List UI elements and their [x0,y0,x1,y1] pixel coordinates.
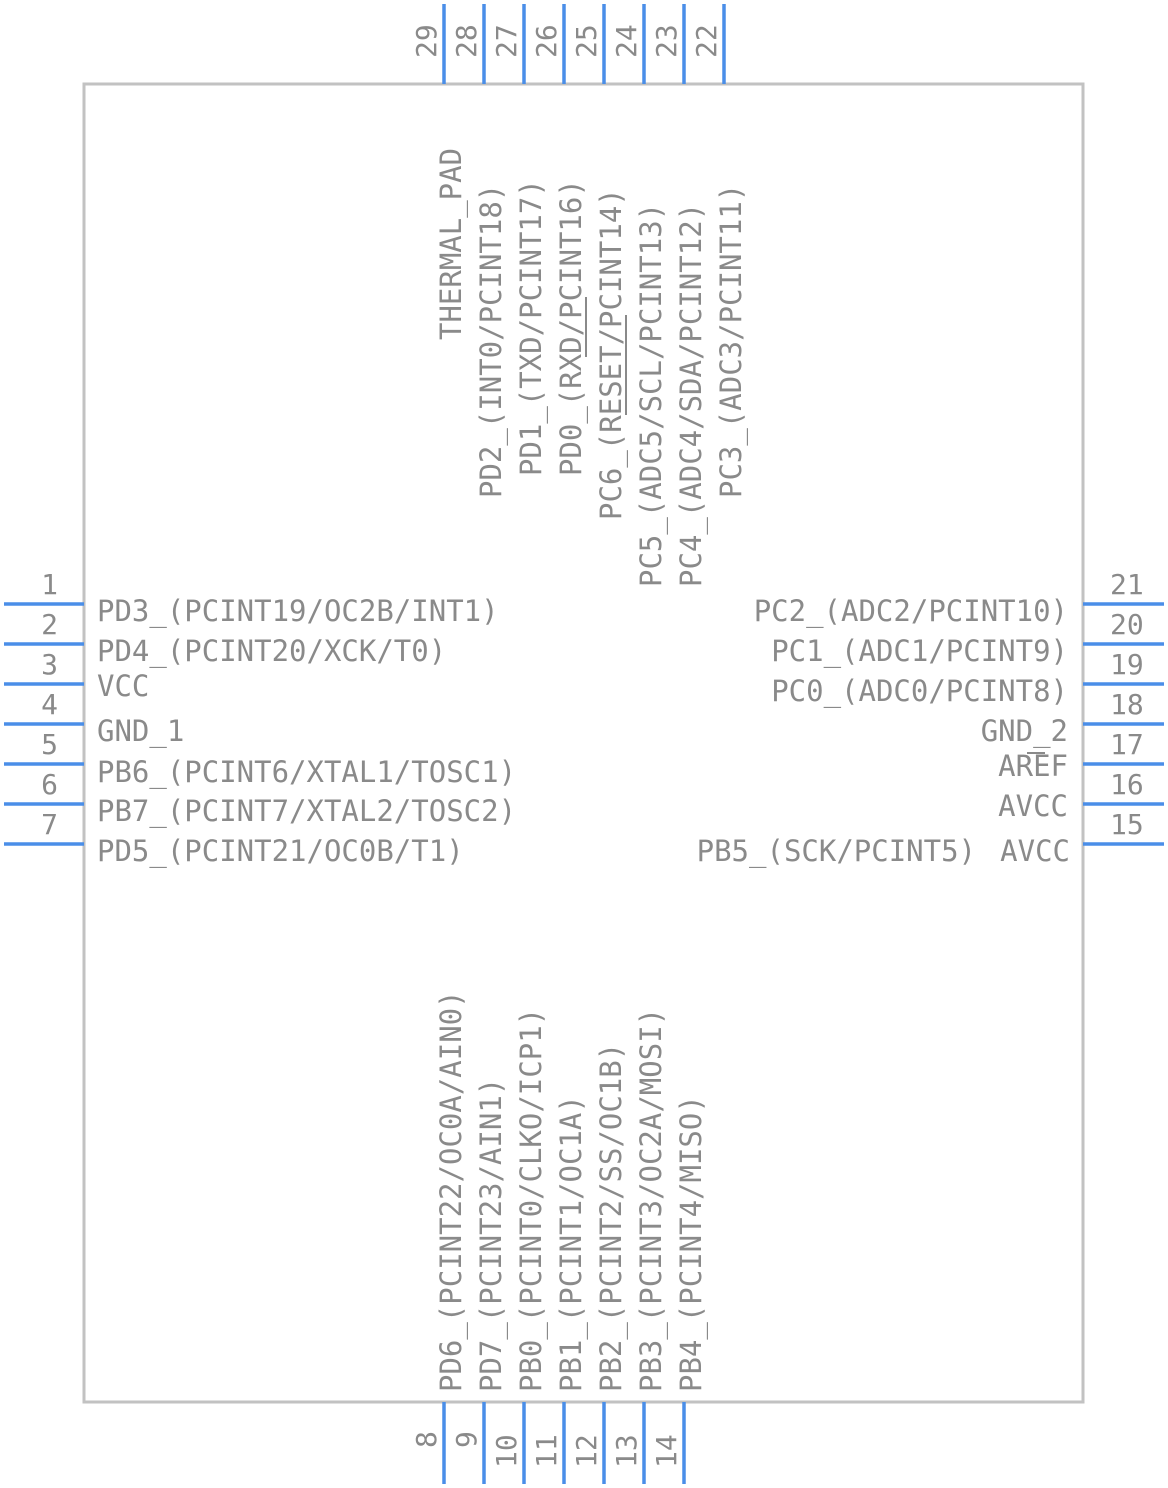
pin-number: 15 [1110,808,1144,841]
pin-number: 21 [1110,568,1144,601]
pin-number: 5 [41,728,58,761]
pin-number: 11 [530,1434,563,1468]
pin-name-label: PC3_(ADC3/PCINT11) [714,184,749,498]
pin-number: 29 [410,24,443,58]
pin-number: 8 [410,1431,443,1448]
pin-number: 23 [650,24,683,58]
pin-name-label: PB4_(PCINT4/MISO) [674,1095,709,1392]
pin-name-label: AVCC [1000,834,1070,868]
pin-name-label: THERMAL_PAD [434,148,469,340]
pin-name-label: GND_2 [981,714,1068,749]
pin-name-label: PB7_(PCINT7/XTAL2/TOSC2) [97,794,516,829]
pin-number: 20 [1110,608,1144,641]
pin-name-label: AREF [998,749,1068,783]
pin-number: 14 [650,1434,683,1468]
pin-number: 4 [41,688,58,721]
pin-name-label: PB1_(PCINT1/OC1A) [554,1095,589,1392]
pin-number: 24 [610,24,643,58]
pin-name-label: GND_1 [97,714,184,749]
pin-name-label: PD7_(PCINT23/AIN1) [474,1078,509,1392]
pin-name-label: AVCC [998,789,1068,823]
pin-number: 25 [570,24,603,58]
pin-name-label: VCC [97,669,149,703]
pin-number: 10 [490,1434,523,1468]
pin-name-label: PD3_(PCINT19/OC2B/INT1) [97,594,499,629]
pin-name-label: PC0_(ADC0/PCINT8) [771,674,1068,709]
component-body [82,82,1085,1404]
right-pin-group: 21 20 19 18 17 16 15 PC2_(ADC2/PCINT10) … [697,568,1164,869]
pin-name-label: PB0_(PCINT0/CLKO/ICP1) [514,1008,549,1392]
pin-number: 16 [1110,768,1144,801]
pin-number: 7 [41,808,58,841]
bottom-pin-group: 8 9 10 11 12 13 14 PD6_(PCINT22/OC0A/AIN… [410,990,709,1484]
pin-number: 22 [690,24,723,58]
pin-name-label: PD1_(TXD/PCINT17) [514,179,549,476]
pin-name-label: PD2_(INT0/PCINT18) [474,184,509,498]
pin-name-label: PB6_(PCINT6/XTAL1/TOSC1) [97,755,516,790]
pin-number: 2 [41,608,58,641]
pin-number: 3 [41,648,58,681]
pin-name-label: PD6_(PCINT22/OC0A/AIN0) [434,990,469,1392]
pin-number: 26 [530,24,563,58]
pin-name-label: PC6_(RESET/PCINT14) [594,188,629,520]
top-pin-group: 29 28 27 26 25 24 23 22 THERMAL_PAD PD2_… [410,4,749,587]
pin-name-label: PD4_(PCINT20/XCK/T0) [97,634,446,669]
pin-name-label: PC4_(ADC4/SDA/PCINT12) [674,203,709,587]
pin-number: 9 [450,1431,483,1448]
pin-number: 1 [41,568,58,601]
pin-name-label: PD0_(RXD/PCINT16) [554,179,589,476]
pin-name-label: PB2_(PCINT2/SS/OC1B) [594,1043,629,1392]
pin-number: 12 [570,1434,603,1468]
pin-name-label: PC1_(ADC1/PCINT9) [771,634,1068,669]
pin-number: 19 [1110,648,1144,681]
pin-number: 28 [450,24,483,58]
pin-name-label: PB3_(PCINT3/OC2A/MOSI) [634,1008,669,1392]
pin-name-label: PC2_(ADC2/PCINT10) [754,594,1068,629]
left-pin-group: 1 2 3 4 5 6 7 PD3_(PCINT19/OC2B/INT1) PD… [4,568,516,869]
pin-name-label: PD5_(PCINT21/OC0B/T1) [97,834,464,869]
pin-name-label: PB5_(SCK/PCINT5) [697,834,976,869]
pin-number: 13 [610,1434,643,1468]
pin-number: 18 [1110,688,1144,721]
pin-number: 17 [1110,728,1144,761]
pin-name-label: PC5_(ADC5/SCL/PCINT13) [634,203,669,587]
pin-number: 27 [490,24,523,58]
pin-number: 6 [41,768,58,801]
